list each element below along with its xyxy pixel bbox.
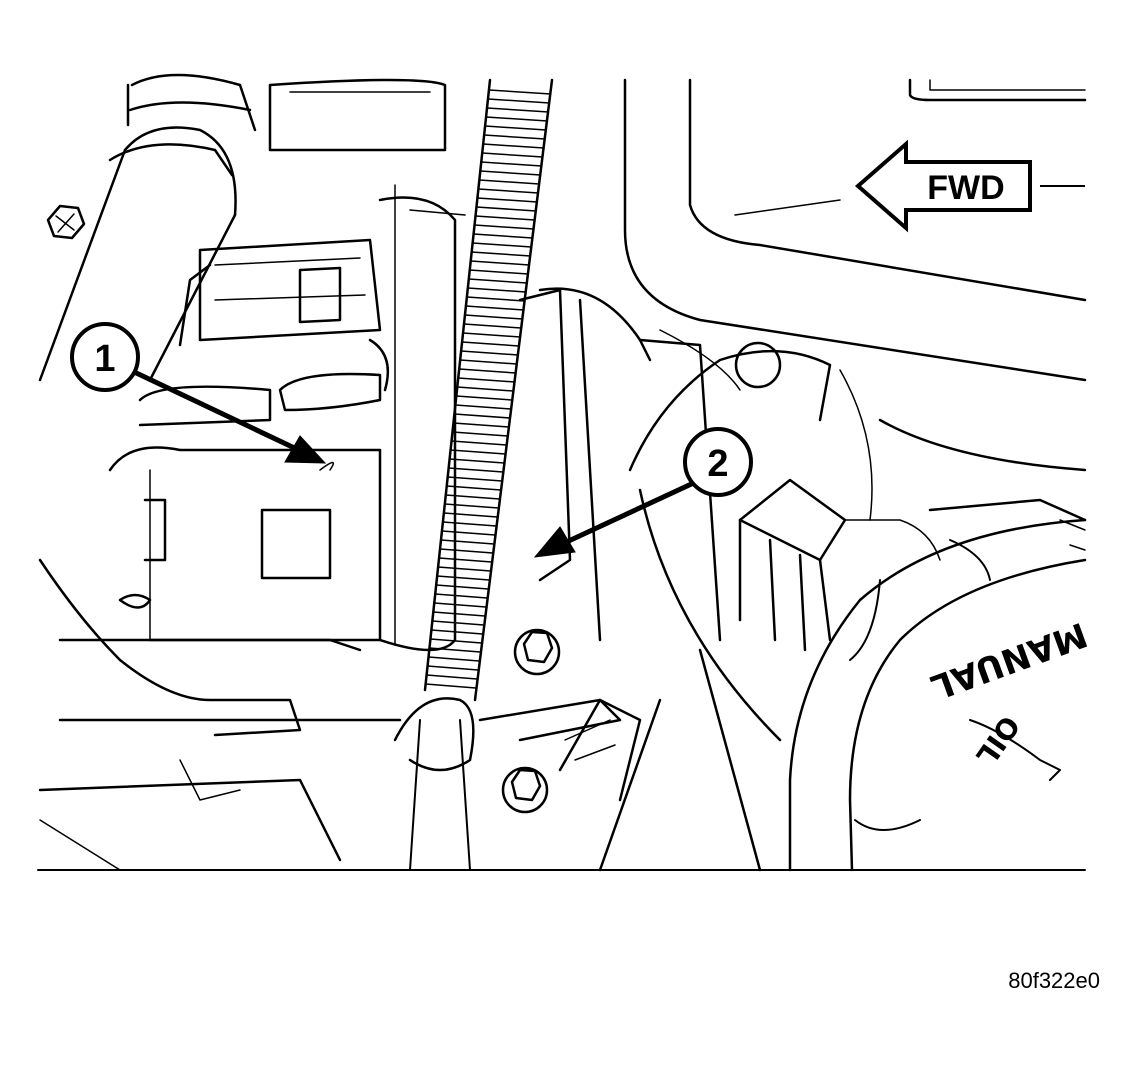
conduit-rib [445, 485, 502, 491]
conduit-rib [458, 368, 517, 374]
conduit-rib [440, 539, 495, 545]
lower-left-bracket [38, 558, 402, 871]
conduit-rib [471, 242, 533, 248]
conduit-rib [479, 170, 542, 176]
conduit-rib [435, 584, 490, 590]
throttle-body [108, 184, 466, 652]
conduit-rib [453, 413, 511, 419]
callout-1-leader [128, 367, 327, 464]
conduit-rib [483, 134, 546, 140]
conduit-rib [439, 548, 494, 554]
conduit-rib [472, 233, 534, 239]
conduit-rib [467, 287, 527, 293]
conduit-rib [438, 557, 493, 563]
conduit-rib [441, 530, 496, 536]
cap-text-manual: MANUAL [925, 614, 1092, 707]
conduit-rib [487, 98, 551, 104]
conduit-rib [437, 566, 492, 572]
conduit-rib [475, 206, 537, 212]
bracket-clip [738, 369, 1087, 652]
conduit-rib [485, 116, 549, 122]
fwd-arrow: FWD [854, 139, 1085, 233]
callout-1-number: 1 [94, 338, 115, 380]
bolt-top-left [46, 204, 86, 240]
conduit-ribs [424, 89, 552, 689]
oil-filler-cap [788, 518, 1087, 872]
conduit-rib [424, 683, 477, 689]
conduit-rib [451, 431, 509, 437]
conduit-rib [486, 107, 550, 113]
conduit-rib [442, 521, 497, 527]
conduit-rib [473, 224, 535, 230]
conduit-rib [481, 152, 544, 158]
bolt-lower-1 [513, 628, 561, 676]
conduit-rib [430, 629, 484, 635]
conduit-rib [459, 359, 518, 365]
conduit-rib [433, 602, 487, 608]
conduit-rib [463, 323, 522, 329]
conduit-rib [445, 494, 501, 500]
cap-text-oil: OIL [969, 710, 1026, 772]
conduit-rib [469, 269, 529, 275]
conduit-rib [428, 647, 482, 653]
conduit-rib [449, 449, 507, 455]
fwd-label: FWD [927, 169, 1004, 207]
conduit-rib [456, 386, 514, 392]
conduit-rib [426, 665, 479, 671]
conduit-rib [454, 404, 512, 410]
conduit-rib [464, 314, 524, 320]
bolt-top [734, 341, 782, 389]
engine-block [478, 287, 832, 872]
conduit-rib [427, 656, 480, 662]
conduit-rib [436, 575, 491, 581]
conduit-rib [450, 440, 508, 446]
conduit-rib [482, 143, 545, 149]
sensor-module [178, 78, 447, 412]
conduit-rib [447, 467, 504, 473]
conduit-rib [477, 188, 539, 194]
callout-2-number: 2 [707, 443, 728, 485]
ground-strap [558, 698, 642, 802]
conduit-rib [431, 620, 485, 626]
coolant-hose [38, 73, 257, 382]
conduit-rib [476, 197, 538, 203]
conduit-rib [461, 341, 520, 347]
conduit-rib [452, 422, 510, 428]
conduit-rib [488, 89, 552, 95]
conduit-rib [429, 638, 483, 644]
conduit-rib [468, 278, 528, 284]
conduit-rib [478, 179, 541, 185]
callout-2: 2 [683, 427, 753, 497]
conduit-rib [444, 503, 500, 509]
conduit-rib [474, 215, 536, 221]
conduit-rib [462, 332, 521, 338]
conduit-rib [446, 476, 503, 482]
conduit-rib [480, 161, 543, 167]
conduit-rib [465, 305, 525, 311]
conduit-rib [460, 350, 519, 356]
callout-1: 1 [70, 322, 140, 392]
bolt-lower-2 [501, 766, 549, 814]
callout-2-leader [533, 477, 702, 558]
conduit-rib [448, 458, 505, 464]
conduit-rib [469, 260, 530, 266]
conduit-rib [443, 512, 499, 518]
conduit-rib [432, 611, 486, 617]
conduit-rib [425, 674, 478, 680]
conduit-rib [434, 593, 488, 599]
conduit-rib [484, 125, 547, 131]
figure-id: 80f322e0 [1008, 968, 1100, 993]
engine-cover [623, 78, 1087, 382]
conduit-rib [466, 296, 526, 302]
conduit-rib [470, 251, 532, 257]
conduit-rib [455, 395, 513, 401]
conduit-rib [457, 377, 516, 383]
